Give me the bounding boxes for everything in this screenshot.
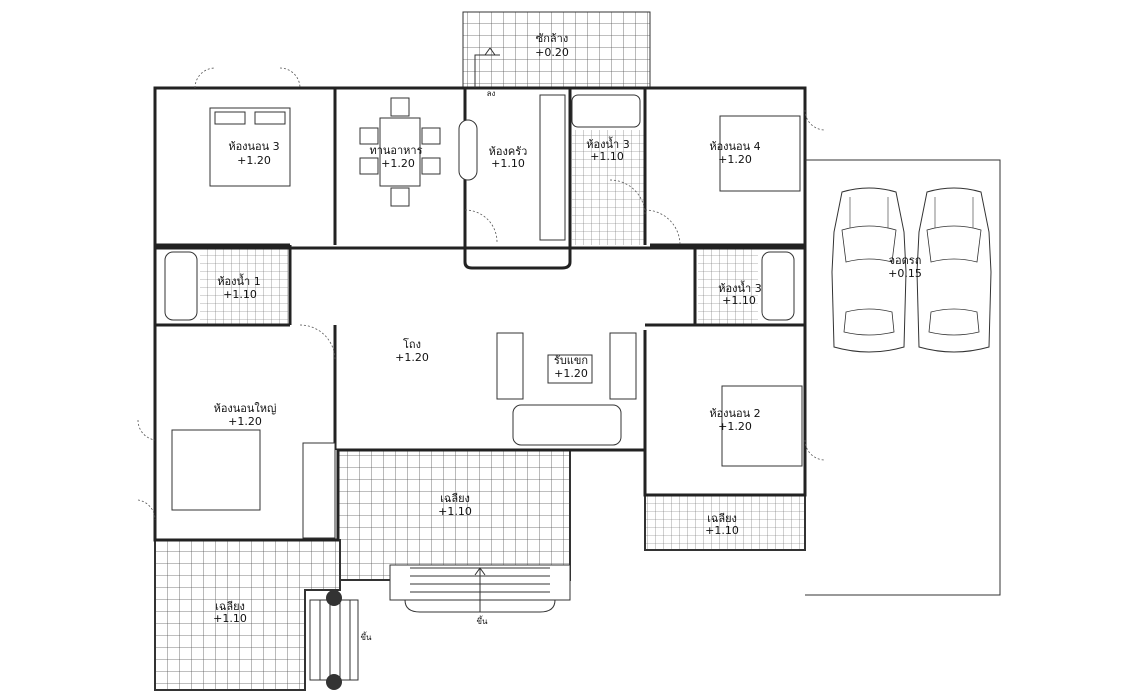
coffee-table [547,354,593,384]
master-bed [171,429,261,511]
bath-right-name: ห้องน้ำ 3 [718,280,761,295]
laundry-floor [462,11,651,89]
carport-name: จอดรถ [889,254,922,267]
living-level: +1.20 [554,367,588,380]
main-stairs [389,564,571,613]
bath1-level: +1.10 [223,288,257,301]
kitchen-island [458,119,478,181]
side-stairs [309,590,359,690]
bathtub-right [761,251,795,321]
living-name: รับแขก [554,354,588,367]
bath-right-floor [698,248,758,324]
master-wardrobe [302,442,336,539]
bedroom4-bed [719,115,801,192]
bath-top-floor [572,130,644,245]
terrace-left-floor [154,539,341,691]
hall-name: โถง [403,337,421,351]
doors [137,67,826,521]
terrace-center-level: +1.10 [438,505,472,518]
bath-top-level: +1.10 [590,150,624,163]
master-level: +1.20 [228,415,262,428]
sofa-right [609,332,637,400]
bedroom4-name: ห้องนอน 4 [709,140,760,153]
laundry-stairs [474,47,500,88]
walls [153,86,1001,596]
terrace-left-level: +1.10 [213,612,247,625]
car-2 [916,187,992,353]
stairs-down-laundry-label: ลง [487,89,496,98]
sofa-left [496,332,524,400]
stairs-up-side-label: ขึ้น [361,631,372,642]
master-name: ห้องนอนใหญ่ [214,402,277,415]
sofa-long [512,404,622,446]
bath-top-name: ห้องน้ำ 3 [586,136,629,151]
dining-level: +1.20 [381,157,415,170]
kitchen-counter [539,94,566,241]
bath1-floor [200,248,288,324]
bedroom2-name: ห้องนอน 2 [709,407,760,420]
hall-level: +1.20 [395,351,429,364]
bedroom4-level: +1.20 [718,153,752,166]
bedroom2-bed [721,385,803,467]
dining-table [359,97,441,207]
terrace-right-floor [644,494,806,551]
dining-name: ทานอาหาร [369,144,422,157]
bedroom2-level: +1.20 [718,420,752,433]
bathtub-top [571,94,641,128]
bath1-name: ห้องน้ำ 1 [217,273,260,288]
stairs-up-main-label: ขึ้น [477,615,488,626]
terrace-center-name: เฉลียง [440,492,470,505]
terrace-left-name: เฉลียง [215,600,245,613]
laundry-level: +0.20 [535,46,569,59]
bedroom3-level: +1.20 [237,154,271,167]
kitchen-level: +1.10 [491,157,525,170]
bath-right-level: +1.10 [722,294,756,307]
kitchen-name: ห้องครัว [489,145,528,158]
terrace-right-name: เฉลียง [707,512,737,525]
carport-level: +0.15 [888,267,922,280]
bathtub-1 [164,251,198,321]
terrace-right-level: +1.10 [705,524,739,537]
bedroom3-name: ห้องนอน 3 [228,140,279,153]
terrace-center-floor [337,449,571,581]
laundry-name: ซักล้าง [536,32,568,45]
bedroom3-bed [209,107,291,187]
